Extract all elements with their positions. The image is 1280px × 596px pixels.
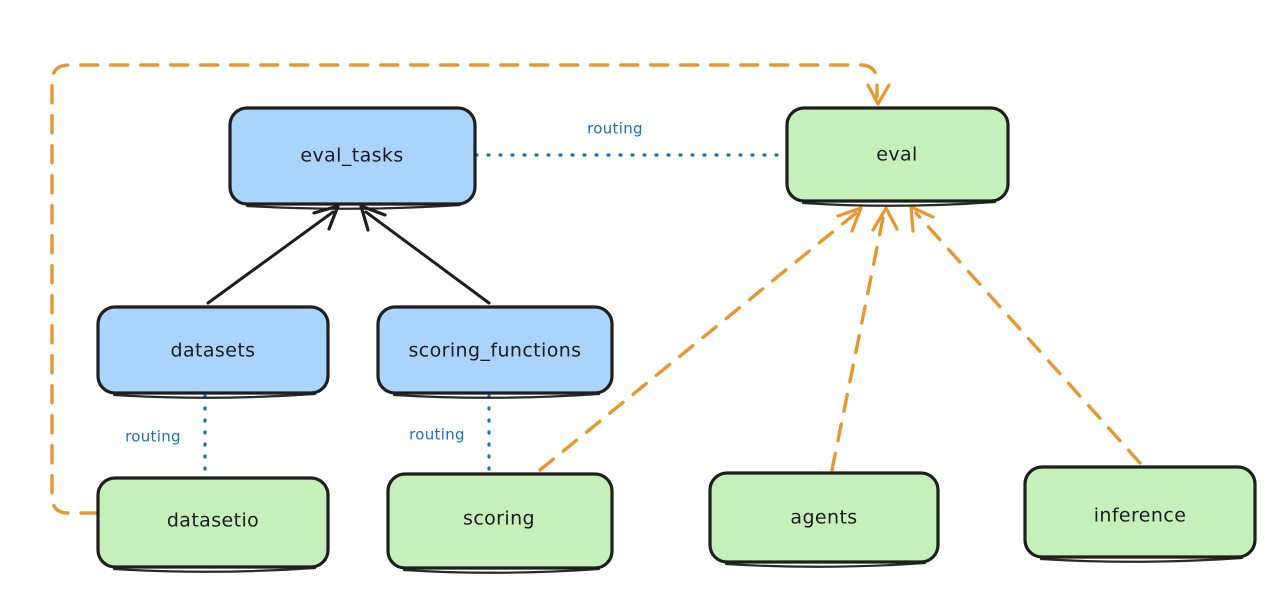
edge-layer — [50, 63, 1142, 515]
node-scoring-functions[interactable]: scoring_functions — [376, 305, 614, 399]
node-agents-label: agents — [790, 507, 857, 529]
node-inference-label: inference — [1094, 505, 1187, 527]
node-eval-shape[interactable] — [785, 106, 1010, 203]
node-datasets-label: datasets — [171, 340, 256, 362]
node-sketch-underline — [245, 203, 462, 210]
node-datasetio[interactable]: datasetio — [96, 476, 330, 573]
node-sketch-underline — [402, 567, 601, 574]
edge-inference-to-eval — [909, 205, 1142, 465]
node-inference[interactable]: inference — [1023, 465, 1257, 563]
edge-label-routing-eval-tasks-eval: routing — [587, 120, 643, 138]
node-eval-tasks-label: eval_tasks — [300, 145, 403, 167]
edge-datasets-to-eval-tasks — [206, 204, 340, 305]
edge-label-routing-datasets-datasetio: routing — [125, 428, 181, 446]
node-agents-shape[interactable] — [708, 471, 940, 564]
edge-datasetio-to-eval — [50, 63, 891, 515]
node-sketch-underline — [1039, 556, 1244, 563]
node-datasetio-label: datasetio — [167, 510, 259, 532]
node-inference-shape[interactable] — [1023, 465, 1257, 559]
node-scoring[interactable]: scoring — [386, 472, 614, 574]
node-datasets-shape[interactable] — [96, 305, 330, 395]
node-eval-tasks-shape[interactable] — [228, 106, 477, 206]
node-scoring-label: scoring — [463, 508, 535, 530]
node-eval-tasks[interactable]: eval_tasks — [228, 106, 477, 210]
edge-scoring-functions-to-eval-tasks — [359, 204, 491, 305]
node-eval-label: eval — [876, 144, 917, 166]
node-eval[interactable]: eval — [785, 106, 1010, 207]
arrowhead — [909, 205, 935, 233]
node-sketch-underline — [801, 200, 997, 207]
edge-scoring-to-eval — [538, 206, 863, 472]
node-sketch-underline — [724, 561, 927, 568]
node-sketch-underline — [392, 392, 601, 399]
arrowhead — [866, 83, 891, 106]
arrowhead — [359, 204, 387, 232]
node-sketch-underline — [112, 566, 317, 573]
edge-agents-to-eval — [830, 206, 899, 472]
edge-label-routing-scoring-functions-scoring: routing — [409, 426, 465, 444]
node-sketch-underline — [112, 392, 317, 399]
arrowhead — [312, 204, 340, 231]
edge-label-layer: routing routing routing — [125, 120, 643, 446]
node-scoring-functions-shape[interactable] — [376, 305, 614, 395]
node-scoring-functions-label: scoring_functions — [409, 340, 582, 362]
node-datasetio-shape[interactable] — [96, 476, 330, 569]
node-scoring-shape[interactable] — [386, 472, 614, 570]
node-agents[interactable]: agents — [708, 471, 940, 568]
arrowhead — [836, 206, 863, 233]
node-datasets[interactable]: datasets — [96, 305, 330, 399]
arrowhead — [871, 206, 899, 232]
